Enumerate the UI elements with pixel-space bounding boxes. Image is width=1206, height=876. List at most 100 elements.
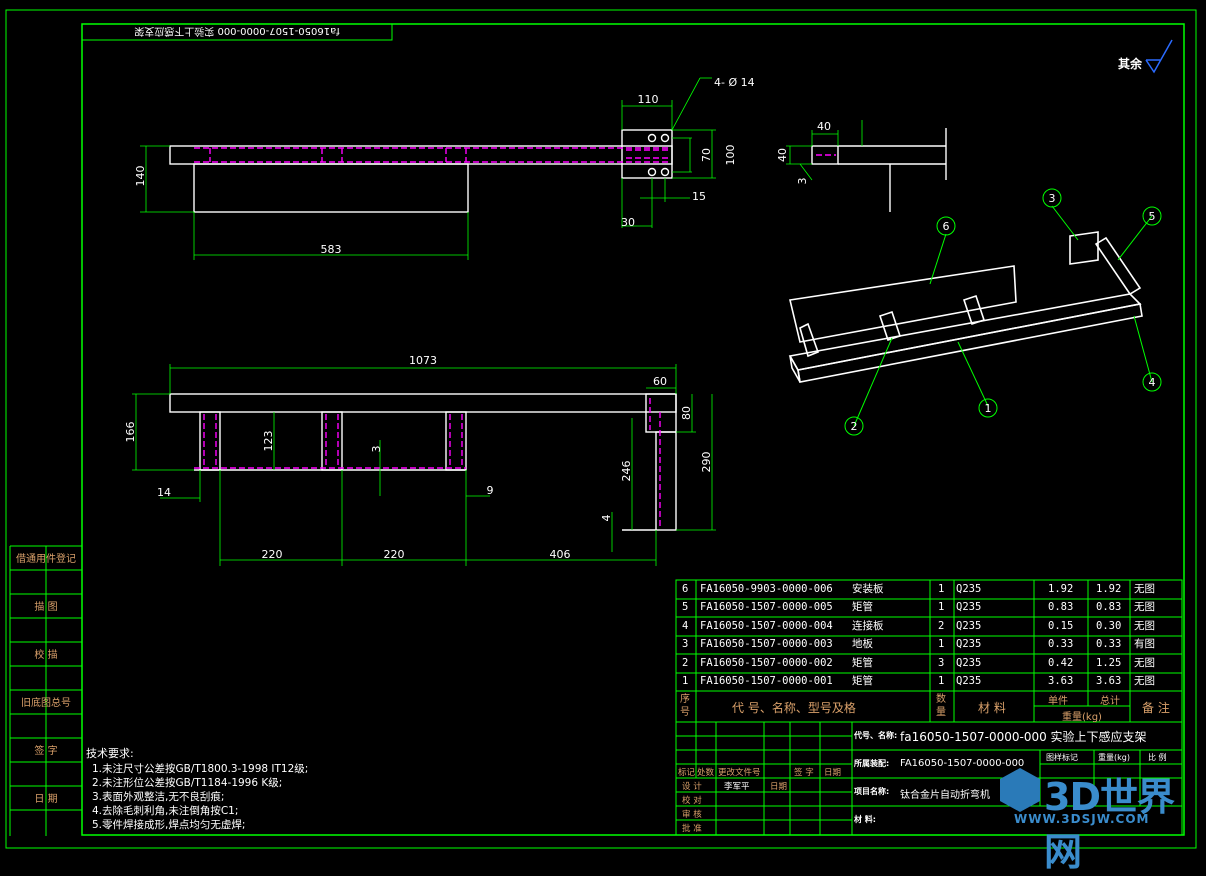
bom-total-weight: 0.30 <box>1096 620 1122 632</box>
side-view <box>786 120 947 212</box>
top-title-tab <box>81 23 393 41</box>
bom-code: FA16050-1507-0000-002 <box>700 657 833 669</box>
bom-row: 5 FA16050-1507-0000-005 矩管 1 Q235 0.83 0… <box>676 598 1182 617</box>
tech-req-2: 2.未注形位公差按GB/T1184-1996 K级; <box>92 776 282 789</box>
bom-row: 4 FA16050-1507-0000-004 连接板 2 Q235 0.15 … <box>676 617 1182 636</box>
bom-unit-weight: 0.42 <box>1048 657 1074 669</box>
bom-code: FA16050-1507-0000-004 <box>700 620 833 632</box>
dim-front-14: 14 <box>157 486 171 499</box>
dim-top-110: 110 <box>638 93 659 106</box>
top-title-text: fa16050-1507-0000-000 实验上下感应支架 <box>134 25 339 38</box>
bom-material: Q235 <box>956 675 982 687</box>
tech-req-1: 1.未注尺寸公差按GB/T1800.3-1998 IT12级; <box>92 762 308 775</box>
tech-req-3: 3.表面外观整洁,无不良刮痕; <box>92 790 224 803</box>
bom-header-material: 材 料 <box>978 701 1006 715</box>
title-block <box>675 721 1183 836</box>
bom-unit-weight: 0.15 <box>1048 620 1074 632</box>
bom-note: 无图 <box>1134 675 1155 687</box>
dim-front-1073: 1073 <box>409 354 437 367</box>
dim-front-166: 166 <box>124 422 137 443</box>
dim-front-246: 246 <box>620 461 633 482</box>
bom-no: 3 <box>682 638 689 650</box>
dim-top-hole: 4- Ø 14 <box>714 76 755 89</box>
surface-finish-label: 其余 <box>1118 56 1143 71</box>
bom-total-weight: 1.92 <box>1096 583 1122 595</box>
left-strip <box>9 545 82 836</box>
dim-side-3: 3 <box>796 178 809 185</box>
tb-rev-count: 处数 <box>697 768 715 778</box>
bom-header: 序号 代 号、名称、型号及格 数量 材 料 单件 总计 重量(kg) 备 注 <box>676 691 1182 723</box>
bom-name: 矩管 <box>852 657 873 669</box>
strip-label-old-drawing: 旧底图总号 <box>21 696 71 709</box>
bom-note: 有图 <box>1134 638 1155 650</box>
dim-side-40a: 40 <box>817 120 831 133</box>
bom-qty: 3 <box>938 657 945 669</box>
balloon-1: 1 <box>985 402 992 415</box>
watermark-logo-icon <box>1000 768 1040 812</box>
bom-total-weight: 0.83 <box>1096 601 1122 613</box>
strip-label-general: 借通用件登记 <box>16 552 76 565</box>
watermark: 3D世界网 WWW.3DSJW.COM <box>1000 766 1200 874</box>
bom-unit-weight: 1.92 <box>1048 583 1074 595</box>
inner-frame <box>81 23 1185 836</box>
bom-name: 地板 <box>852 638 873 650</box>
bom-unit-weight: 0.83 <box>1048 601 1074 613</box>
tb-rev-doc: 更改文件号 <box>718 768 761 778</box>
bom-qty: 1 <box>938 601 945 613</box>
bom-material: Q235 <box>956 583 982 595</box>
dim-top-15: 15 <box>692 190 706 203</box>
balloon-5: 5 <box>1149 210 1156 223</box>
isometric-view <box>788 231 1143 383</box>
balloon-2: 2 <box>851 420 858 433</box>
dim-front-4: 4 <box>600 515 613 522</box>
bom-row: 2 FA16050-1507-0000-002 矩管 3 Q235 0.42 1… <box>676 654 1182 673</box>
tech-req-5: 5.零件焊接成形,焊点均匀无虚焊; <box>92 818 245 831</box>
tb-project: 钛合金片自动折弯机 <box>900 790 990 801</box>
strip-label-trace: 描 图 <box>34 600 57 613</box>
bom-note: 无图 <box>1134 583 1155 595</box>
dim-front-80: 80 <box>680 406 693 420</box>
tech-req-title: 技术要求: <box>86 747 134 760</box>
strip-label-signature: 签 字 <box>34 744 57 757</box>
bom-header-total: 总计 <box>1100 696 1120 707</box>
bom-unit-weight: 3.63 <box>1048 675 1074 687</box>
tb-label-project: 项目名称: <box>854 787 890 796</box>
tb-rev-mark: 标记 <box>678 768 696 778</box>
balloon-6: 6 <box>943 220 950 233</box>
dim-top-30: 30 <box>621 216 635 229</box>
tb-date-label: 日期 <box>770 782 788 792</box>
bom-material: Q235 <box>956 657 982 669</box>
title-block-texts: 代号、名称: fa16050-1507-0000-000 实验上下感应支架 所属… <box>676 722 1182 835</box>
dim-top-70: 70 <box>700 148 713 162</box>
outer-frame <box>5 9 1197 849</box>
tb-col-weight: 重量(kg) <box>1098 753 1130 762</box>
bom-no: 1 <box>682 675 689 687</box>
bom-name: 矩管 <box>852 675 873 687</box>
bom-total-weight: 0.33 <box>1096 638 1122 650</box>
tb-code-name: fa16050-1507-0000-000 实验上下感应支架 <box>900 730 1147 744</box>
tb-role-check: 校 对 <box>682 796 702 806</box>
tb-label-material: 材 料: <box>854 815 876 824</box>
bom-qty: 1 <box>938 638 945 650</box>
bom-code: FA16050-1507-0000-005 <box>700 601 833 613</box>
bom-qty: 1 <box>938 583 945 595</box>
bom-row: 6 FA16050-9903-0000-006 安装板 1 Q235 1.92 … <box>676 580 1182 599</box>
tb-col-scale: 比 例 <box>1148 753 1167 762</box>
bom-header-no: 序号 <box>680 694 690 718</box>
bom-code: FA16050-1507-0000-001 <box>700 675 833 687</box>
bom-no: 4 <box>682 620 689 632</box>
bom-name: 矩管 <box>852 601 873 613</box>
top-view <box>140 77 716 260</box>
bom-unit-weight: 0.33 <box>1048 638 1074 650</box>
bom-no: 2 <box>682 657 689 669</box>
bom-header-unit: 单件 <box>1048 696 1068 707</box>
bom-name: 连接板 <box>852 620 884 632</box>
dim-front-123: 123 <box>262 431 275 452</box>
bom-code: FA16050-1507-0000-003 <box>700 638 833 650</box>
dim-front-406: 406 <box>550 548 571 561</box>
tb-label-assembly: 所属装配: <box>854 759 890 768</box>
balloons <box>844 188 1162 436</box>
bom-row: 1 FA16050-1507-0000-001 矩管 1 Q235 3.63 3… <box>676 672 1182 691</box>
bom-header-qty: 数量 <box>936 694 946 718</box>
dim-top-140: 140 <box>134 166 147 187</box>
